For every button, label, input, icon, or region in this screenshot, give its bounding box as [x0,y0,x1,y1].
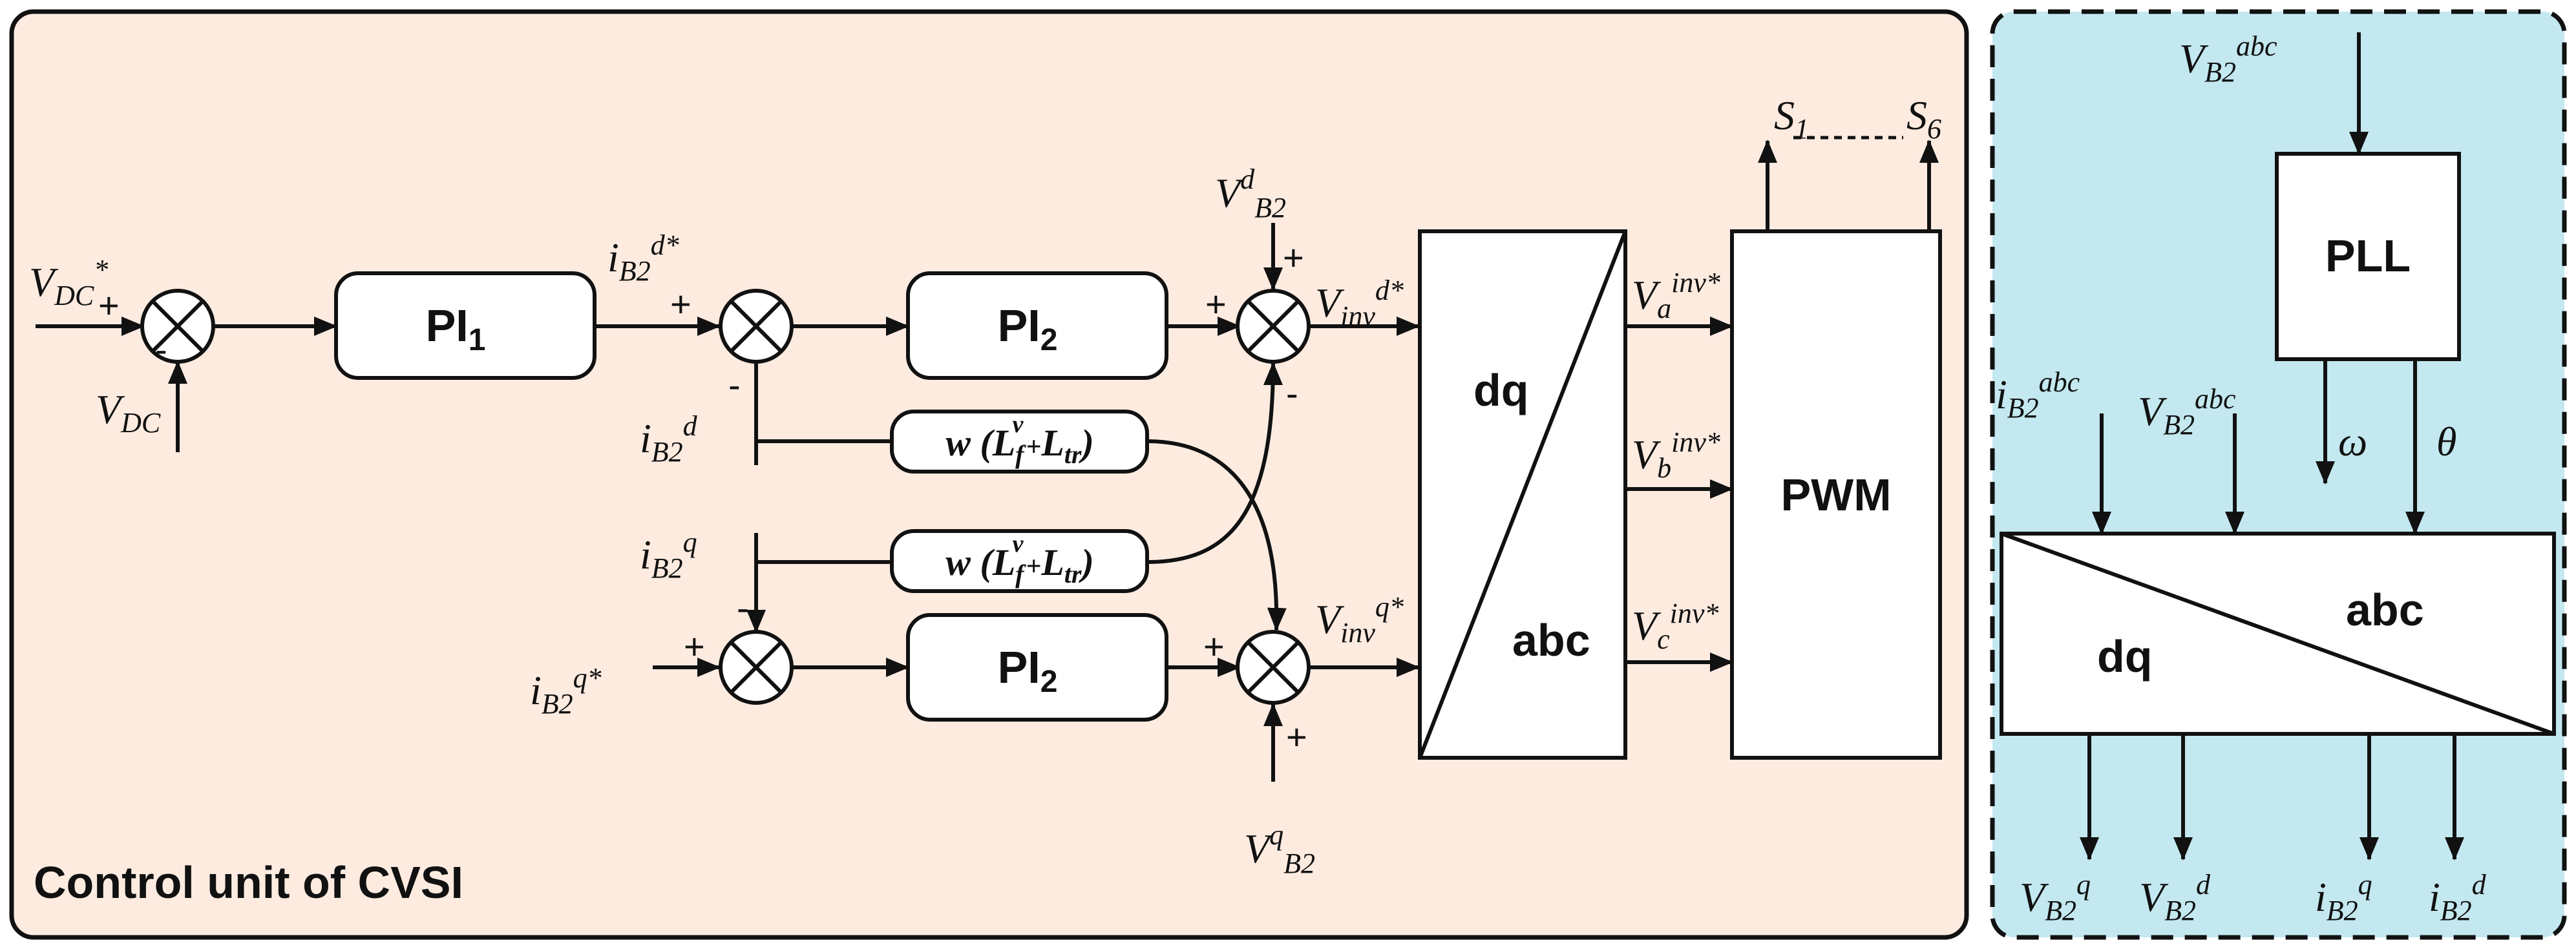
abc-dq-dq-label: dq [2097,631,2153,682]
label-vqb2: VqB2 [1244,819,1315,879]
dq-label: dq [1473,365,1529,415]
label-vdc-ref: VDC* [29,254,108,311]
label-ib2-d-out: iB2d [2429,869,2487,926]
pwm-label: PWM [1780,470,1891,520]
label-va-inv: Vainv* [1632,267,1720,324]
sign-sum4-left: + [684,626,705,667]
sign-sum5-bottom: + [1286,716,1307,757]
label-vb2-d-out: VB2d [2139,869,2211,926]
sign-sum4-top: - [737,587,749,628]
label-ib2-q-out: iB2q [2315,869,2372,926]
label-ib2q-ref: iB2q* [530,662,602,720]
pi1-label: PI1 [426,300,486,357]
sign-sum2-minus: - [728,364,741,405]
label-vinv-q: Vinvq* [1315,591,1404,649]
label-vb-inv: Vbinv* [1632,426,1720,484]
sum-junction-iq [719,630,794,705]
label-ib2q: iB2q [640,527,697,584]
sign-vdc-fb: - [155,329,167,370]
control-unit-panel [9,9,1969,940]
coupling-block-upper [890,410,1149,474]
label-vinv-d: Vinvd* [1315,275,1404,332]
label-vdb2: VdB2 [1215,163,1286,224]
sign-vdc-ref: + [98,285,120,326]
pll-block [2275,152,2461,361]
label-ib2d-ref: iB2d* [607,229,679,287]
coupling-block-lower [890,529,1149,593]
label-vc-inv: Vcinv* [1632,598,1718,655]
coupling-label-upper: w (Lfv+Ltr) [945,411,1094,469]
label-vdc: VDC [96,386,161,439]
abc-dq-abc-label: abc [2346,585,2424,635]
coupling-label-lower: w (Lfv+Ltr) [945,530,1094,589]
pll-transform-panel [1990,9,2567,940]
sum-junction-id [719,289,794,364]
label-s6: S6 [1906,92,1941,145]
pll-label: PLL [2325,231,2411,281]
label-ib2-abc: iB2abc [1996,366,2080,424]
sign-sum2-plus: + [670,284,692,324]
control-unit-title: Control unit of CVSI [34,857,463,908]
label-vb2-q-out: VB2q [2020,869,2091,926]
sign-sum3-bottom: - [1286,373,1298,413]
pi2-q-block [906,613,1168,722]
pwm-block [1730,229,1942,760]
sum-junction-vd [1236,289,1311,364]
sum-junction-vdc [140,289,215,364]
label-vb2-abc: VB2abc [2138,383,2236,441]
abc-label: abc [1512,615,1590,665]
pi1-block [334,271,596,380]
pi2-d-block [906,271,1168,380]
sign-sum3-left: + [1205,284,1227,324]
label-s1: S1 [1774,92,1809,145]
sum-junction-vq [1236,630,1311,705]
label-vb2-abc-top: VB2abc [2179,30,2277,88]
pi2-q-label: PI2 [998,642,1058,699]
sign-sum3-top: + [1283,237,1304,278]
label-omega: ω [2338,419,2367,464]
pi2-d-label: PI2 [998,300,1058,357]
label-ib2d: iB2d [640,410,698,468]
label-theta: θ [2436,419,2456,464]
sign-sum5-left: + [1203,626,1225,667]
